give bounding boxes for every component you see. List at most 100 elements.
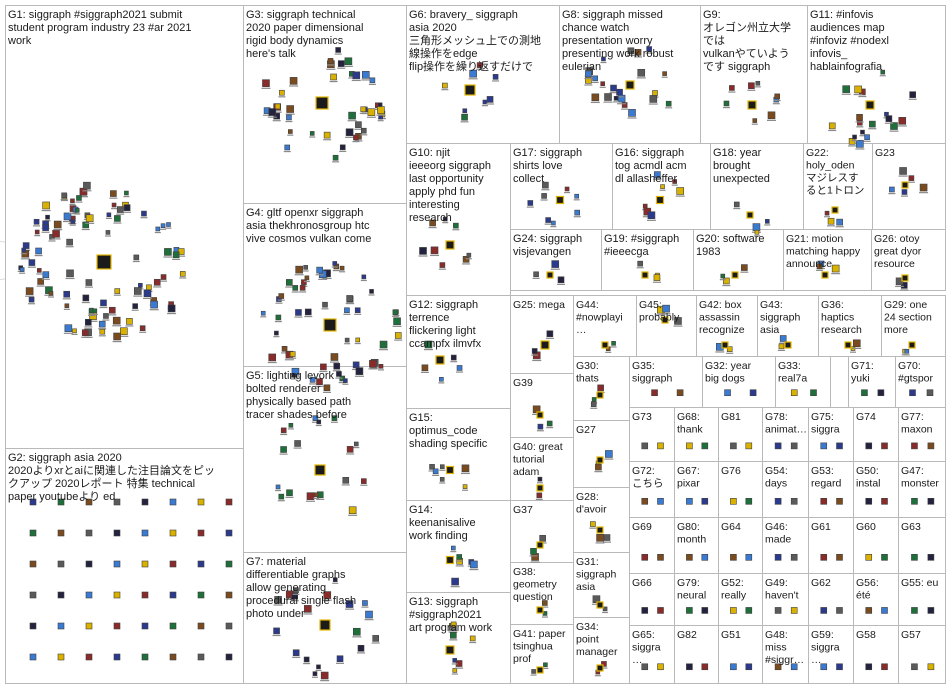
graph-node xyxy=(461,113,468,121)
graph-node xyxy=(113,332,121,341)
hub-node xyxy=(540,340,550,350)
group-label-g81: G81 xyxy=(721,411,741,423)
graph-node xyxy=(730,442,737,450)
hub-node xyxy=(901,274,909,282)
graph-node xyxy=(352,361,360,369)
graph-node xyxy=(343,378,348,383)
graph-node xyxy=(652,90,658,96)
graph-node xyxy=(442,216,448,222)
group-label-g48: G48:miss#siggr… xyxy=(765,629,804,666)
group-panel-g80 xyxy=(674,517,719,574)
graph-node xyxy=(779,335,787,342)
graph-node xyxy=(660,184,665,189)
graph-node xyxy=(745,663,753,671)
group-panel-g38 xyxy=(510,562,574,625)
group-panel-g8 xyxy=(559,5,701,144)
graph-node xyxy=(790,607,798,614)
graph-node xyxy=(551,260,560,268)
graph-node xyxy=(369,77,376,84)
graph-node xyxy=(790,663,798,671)
group-panel-g59 xyxy=(808,625,854,684)
group-label-g61: G61 xyxy=(811,521,831,533)
group-panel-g21 xyxy=(783,229,872,291)
group-label-g58: G58 xyxy=(856,629,876,641)
group-panel-g72 xyxy=(629,461,675,518)
group-label-g67: G67:pixar xyxy=(677,465,700,490)
graph-node xyxy=(293,587,299,594)
hub-node xyxy=(596,664,604,672)
hub-node xyxy=(625,80,635,90)
group-label-g49: G49:haven't xyxy=(765,577,799,602)
graph-node xyxy=(360,106,367,113)
graph-node xyxy=(354,307,361,314)
graph-node xyxy=(34,229,40,235)
graph-node xyxy=(456,365,463,371)
graph-node xyxy=(348,111,356,120)
graph-node xyxy=(100,299,107,307)
graph-node xyxy=(601,661,607,667)
graph-node xyxy=(649,95,658,103)
graph-node xyxy=(63,290,71,298)
graph-node xyxy=(316,664,321,670)
graph-node xyxy=(28,259,36,266)
hub-node xyxy=(546,271,554,279)
graph-node xyxy=(904,349,910,354)
graph-node xyxy=(637,260,643,267)
graph-node xyxy=(345,128,354,137)
graph-node xyxy=(98,320,106,328)
hub-node xyxy=(596,456,604,464)
graph-node xyxy=(42,224,49,231)
graph-node xyxy=(836,218,843,226)
graph-node xyxy=(74,208,80,213)
graph-node xyxy=(864,134,870,140)
graph-node xyxy=(733,201,740,208)
graph-node xyxy=(546,420,553,427)
hub-node xyxy=(641,271,649,279)
group-panel-g82 xyxy=(674,625,719,684)
group-panel-g37 xyxy=(510,500,574,563)
graph-node xyxy=(536,492,543,499)
graph-node xyxy=(160,223,166,229)
graph-node xyxy=(662,71,667,76)
graph-node xyxy=(890,122,898,130)
graph-node xyxy=(320,363,327,371)
hub-node xyxy=(844,341,852,349)
graph-node xyxy=(45,214,50,220)
group-panel-g47 xyxy=(898,461,946,518)
graph-node xyxy=(81,329,89,336)
graph-node xyxy=(430,246,439,255)
graph-node xyxy=(637,68,646,77)
graph-node xyxy=(323,591,332,599)
graph-node xyxy=(304,275,310,281)
graph-node xyxy=(126,318,133,325)
graph-node xyxy=(820,663,828,671)
hub-node xyxy=(596,601,604,609)
hub-node xyxy=(555,195,565,205)
graph-node xyxy=(286,114,292,121)
group-label-g66: G66 xyxy=(632,577,652,589)
graph-node xyxy=(564,186,570,192)
graph-node xyxy=(854,85,862,94)
hub-node xyxy=(596,391,604,399)
graph-node xyxy=(303,656,310,663)
graph-node xyxy=(911,607,918,614)
graph-node xyxy=(752,118,758,123)
graph-node xyxy=(123,204,131,211)
group-panels xyxy=(5,5,946,684)
graph-node xyxy=(919,183,928,192)
group-panel-g22 xyxy=(803,143,873,230)
group-panel-g69 xyxy=(629,517,675,574)
graph-node xyxy=(881,442,888,450)
graph-node xyxy=(64,324,73,333)
hub-node xyxy=(821,271,829,279)
graph-node xyxy=(112,316,121,325)
group-panel-g62 xyxy=(808,573,854,626)
